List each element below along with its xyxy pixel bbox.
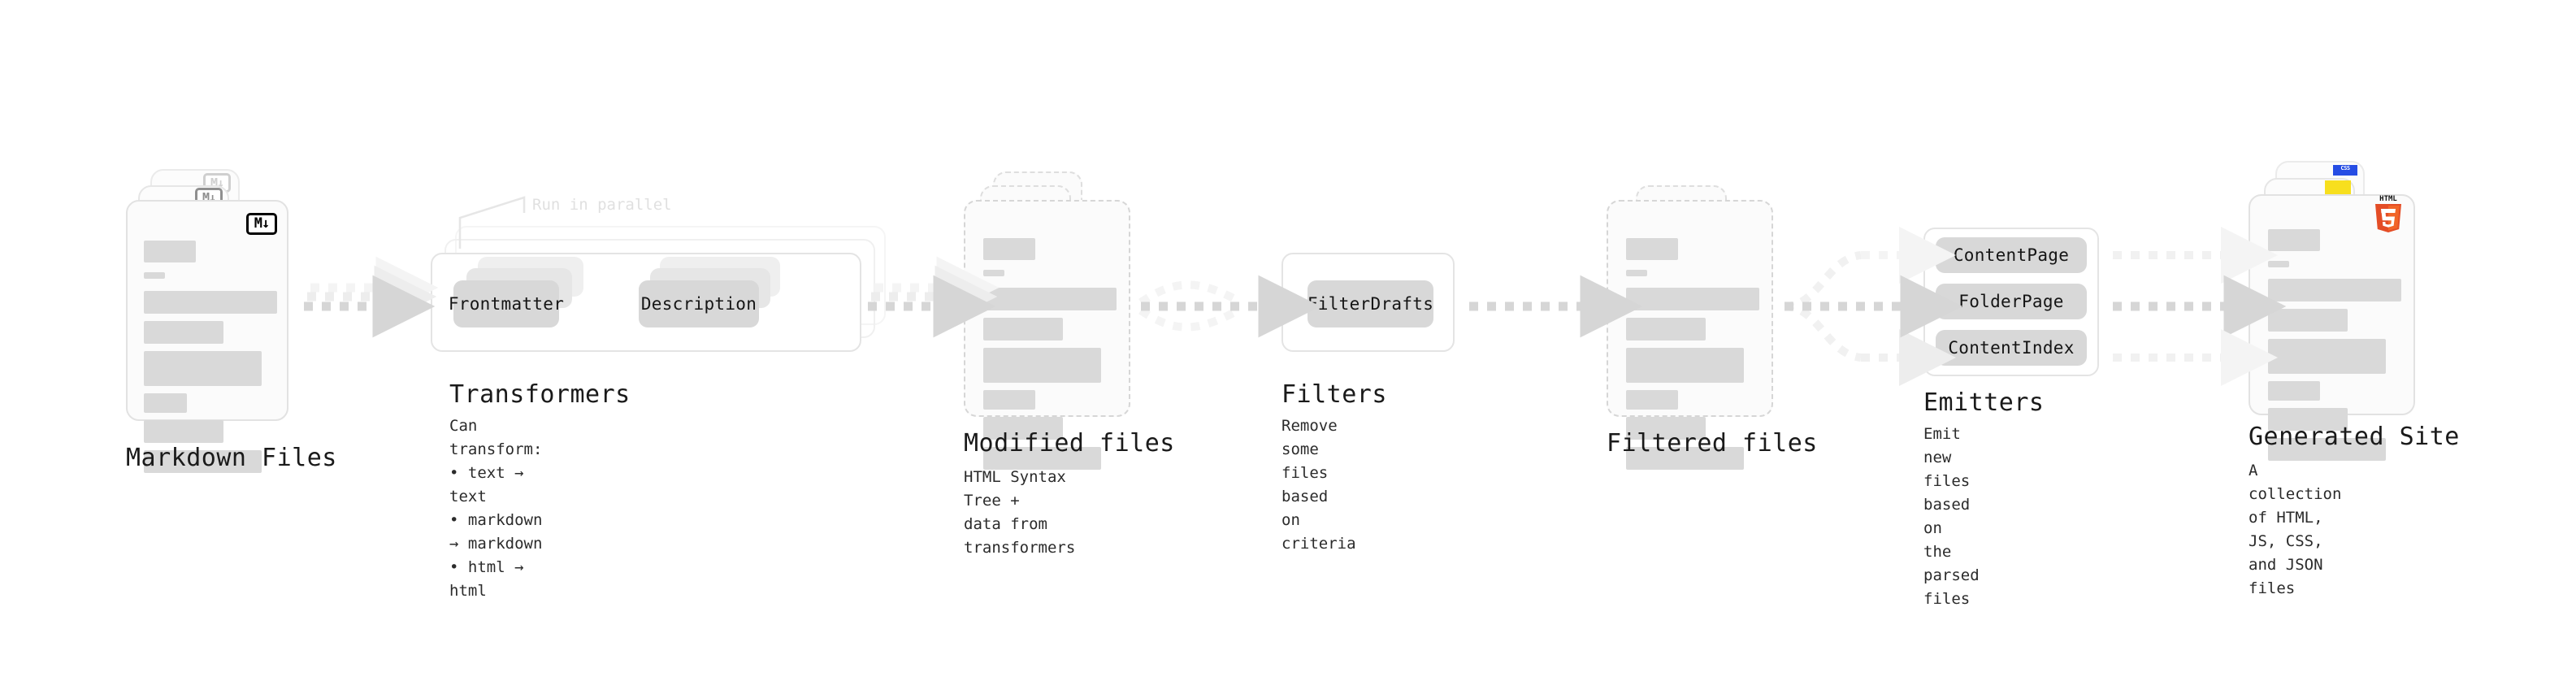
filtered-card-front <box>1607 200 1773 470</box>
stage-desc-transformers: Can transform: • text → text • markdown … <box>449 417 543 600</box>
stage-desc-emitters: Emit new files based on the parsed files <box>1923 425 1980 608</box>
emitter-chip-folderpage[interactable]: FolderPage <box>1936 284 2087 319</box>
transformer-chip-frontmatter[interactable]: Frontmatter <box>449 280 564 327</box>
stage-desc-filters: Remove some files based on criteria <box>1281 417 1356 553</box>
connector-modified-to-filters <box>1138 275 1321 338</box>
stage-label-emitters: Emitters <box>1923 388 2045 417</box>
connector-filtered-to-emitters <box>1784 227 1963 386</box>
stage-label-generated-site: Generated Site <box>2249 423 2460 451</box>
css-icon-label: CSS <box>2340 165 2350 171</box>
connector-emitters-to-site <box>2113 227 2287 386</box>
stage-label-filters: Filters <box>1281 380 1387 409</box>
stage-label-markdown-files: Markdown Files <box>126 444 337 472</box>
filter-chip-filterdrafts[interactable]: FilterDrafts <box>1308 280 1433 327</box>
run-in-parallel-label: Run in parallel <box>532 196 672 214</box>
html5-icon: HTML <box>2371 193 2407 234</box>
modified-card-front <box>964 200 1130 470</box>
stage-label-modified-files: Modified files <box>964 429 1175 458</box>
js-icon <box>2325 180 2351 198</box>
stage-desc-generated-site: A collection of HTML, JS, CSS, and JSON … <box>2249 462 2342 597</box>
css-icon: CSS <box>2333 165 2357 176</box>
stage-label-transformers: Transformers <box>449 380 631 409</box>
connector-markdown-to-transformers <box>304 256 439 338</box>
markdown-card-front <box>126 200 288 473</box>
stage-label-filtered-files: Filtered files <box>1607 429 1818 458</box>
emitter-chip-contentindex[interactable]: ContentIndex <box>1936 330 2087 366</box>
emitter-chip-contentpage[interactable]: ContentPage <box>1936 237 2087 273</box>
svg-text:HTML: HTML <box>2379 195 2397 203</box>
transformer-chip-description[interactable]: Description <box>639 280 759 327</box>
stage-desc-modified-files: HTML Syntax Tree + data from transformer… <box>964 468 1076 557</box>
markdown-icon: M↓ <box>246 213 277 235</box>
